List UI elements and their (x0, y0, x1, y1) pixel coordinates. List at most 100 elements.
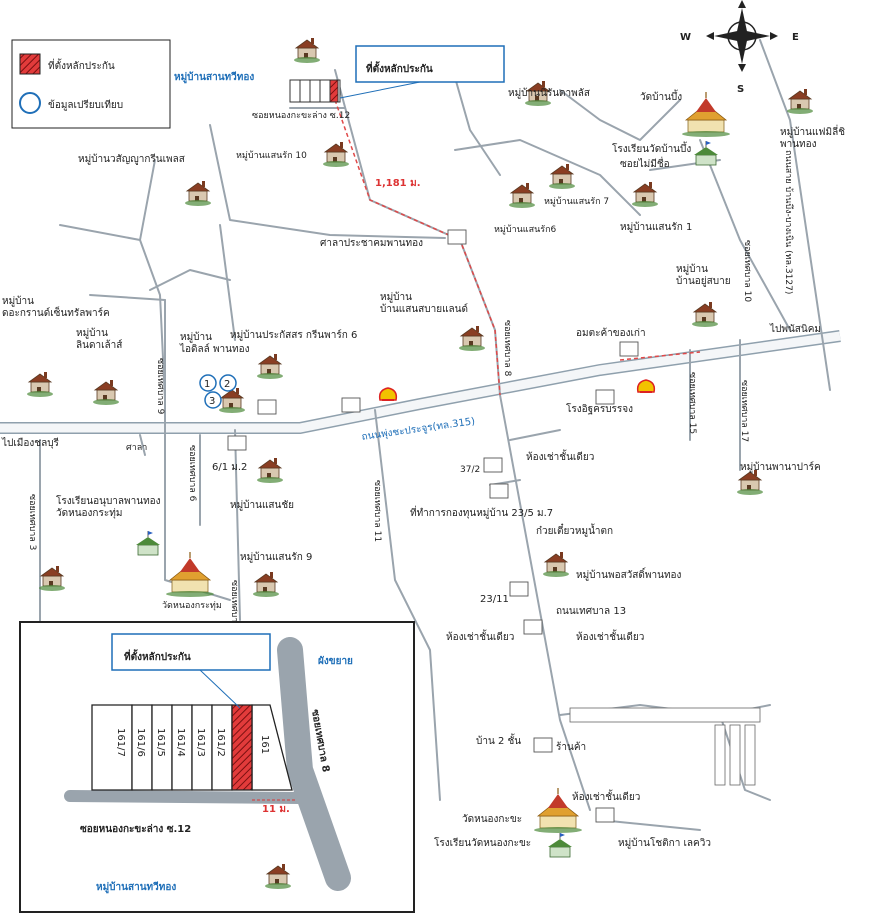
rooms3-label: ห้องเช่าชั้นเดียว (576, 629, 644, 643)
v-baan-yu-label: หมู่บ้านบ้านอยู่สบาย (676, 263, 731, 287)
house-icon (38, 565, 66, 592)
house-icon (631, 181, 659, 208)
compass-icon (706, 0, 778, 72)
temple-icon (681, 91, 731, 138)
svg-text:1: 1 (204, 379, 210, 390)
collateral-callout (355, 45, 505, 83)
lot-label: 161/6 (135, 728, 146, 757)
soi6-label: ซอยเทศบาล 6 (187, 445, 197, 502)
v-chodika-label: หมู่บ้านโชติกา เลควิว (618, 836, 711, 849)
building-icon (509, 581, 529, 597)
shell-station-icon (378, 387, 398, 401)
school-nongkhae-label: โรงเรียนวัดหนองกะขะ (434, 836, 531, 849)
wat-nongkhae-label: วัดหนองกะขะ (462, 814, 522, 825)
house-icon (218, 387, 246, 414)
noodle-label: ก๋วยเตี๋ยวหมูน้ำตก (536, 523, 613, 537)
n2311-label: 23/11 (480, 594, 509, 605)
route-marker (619, 351, 701, 361)
v-saensuk7-label: หมู่บ้านแสนรัก 7 (544, 196, 609, 207)
m2-label: 6/1 ม.2 (212, 462, 247, 473)
compass-west: W (680, 32, 691, 43)
inset-callout-title: ที่ตั้งหลักประกัน (124, 649, 191, 663)
house-icon (691, 301, 719, 328)
v-wanchai-label: หมู่บ้านวสัญญูากรีนเพลส (78, 153, 185, 165)
v-saensuk1-label: หมู่บ้านแสนรัก 1 (620, 221, 692, 233)
house-icon (184, 180, 212, 207)
soi11-label: ซอยเทศบาล 11 (372, 480, 382, 542)
inset-village-label: หมู่บ้านสานทวีทอง (96, 881, 176, 894)
rooms4-label: ห้องเช่าชั้นเดียว (572, 789, 640, 803)
soi-mai-label: ซอยไม่มีชื่อ (620, 156, 670, 170)
lot-label: 161/3 (195, 728, 206, 757)
to-chonburi-label: ไปเมืองชลบุรี (1, 437, 60, 449)
svg-text:3: 3 (209, 396, 215, 407)
building-icon (483, 457, 503, 473)
lot-label: 161/4 (175, 728, 186, 757)
legend-comparable-label: ข้อมูลเปรียบเทียบ (48, 99, 123, 111)
house2-label: บ้าน 2 ชั้น (476, 733, 521, 747)
house-icon (293, 37, 321, 64)
lot-label: 161/7 (115, 728, 126, 757)
rooms2-label: ห้องเช่าชั้นเดียว (446, 629, 514, 643)
compass-south: S (737, 84, 744, 95)
house-icon (508, 182, 536, 209)
v-family-label: หมู่บ้านแฟมิลี่ชิพานทอง (780, 124, 845, 150)
v-saensuk9-label: หมู่บ้านแสนรัก 9 (240, 551, 312, 563)
sala-label: ศาลาประชาคมพานทอง (320, 238, 423, 249)
school-watbung-label: โรงเรียนวัดบ้านบึ้ง (612, 141, 691, 155)
village-sanam-label: หมู่บ้านสานทวีทอง (174, 71, 254, 84)
v-nirun-label: หมู่บ้านนิรันดาพลัส (508, 87, 590, 99)
sala2-label: ศาลา (126, 443, 147, 453)
house-icon (92, 379, 120, 406)
to-bangsaen-label: ไปพนัสนิคม (769, 323, 821, 335)
legend: ที่ตั้งหลักประกัน ข้อมูลเปรียบเทียบ (11, 39, 171, 129)
v-idyll-label: หมู่บ้านไอดิลล์ พานทอง (179, 331, 250, 355)
house-icon (548, 163, 576, 190)
building-icon (533, 737, 553, 753)
soi10-label: ซอยเทศบาล 10 (742, 240, 752, 302)
house-icon (252, 571, 280, 598)
house-icon (542, 551, 570, 578)
v-baansaeng-label: หมู่บ้านบ้านแสนสบายแลนด์ (380, 291, 468, 315)
wat-nong-label: วัดหนองกระทุ่ม (162, 601, 222, 611)
building-icon (523, 619, 543, 635)
collateral-plot (289, 79, 341, 103)
soi15-label: ซอยเทศบาล 15 (687, 372, 697, 434)
soi8-label: ซอยเทศบาล 8 (502, 320, 512, 377)
collateral-swatch (19, 53, 41, 75)
soi3-label: ซอยเทศบาล 3 (27, 494, 37, 550)
soi17-label: ซอยเทศบาล 17 (739, 380, 749, 442)
v-saensuk6-label: หมู่บ้านแสนรัก6 (494, 224, 557, 235)
v-dcg-label: หมู่บ้านดอะกรานด์เซ็นทรัลพาร์ค (2, 295, 110, 319)
v-phana-label: หมู่บ้านพานาปาร์ค (740, 461, 821, 473)
house-icon (458, 325, 486, 352)
rd13-label: ถนนเทศบาล 13 (556, 606, 626, 617)
legend-collateral-label: ที่ตั้งหลักประกัน (48, 58, 115, 72)
comparable-swatch (19, 92, 41, 114)
building-icon (595, 807, 615, 823)
building-icon (489, 483, 509, 499)
inset-lots (91, 704, 293, 791)
house-icon (786, 88, 814, 115)
school-icon (693, 140, 719, 166)
n372-label: 37/2 (460, 465, 480, 475)
comparable-2: 2 (219, 374, 237, 392)
rd-bang-label: ถนนสาย บ้านบึง-บางเนิน (ทล.3127) (783, 150, 794, 294)
antique-label: อมตะค้าของเก่า (576, 327, 646, 339)
comparable-1: 1 (199, 374, 217, 392)
collateral-callout-title: ที่ตั้งหลักประกัน (366, 61, 433, 75)
v-saensuk10-label: หมู่บ้านแสนรัก 10 (236, 150, 307, 161)
main-road-label: ถนนพุ่งชะประจูร(ทล.315) (361, 416, 476, 443)
building-icon (227, 435, 247, 451)
building-icon (341, 397, 361, 413)
svg-text:2: 2 (224, 379, 230, 390)
inset-callout (111, 633, 271, 671)
shop-label: ร้านค้า (556, 741, 586, 753)
building-icon (447, 229, 467, 245)
factory-label: โรงอิฐครบรรจง (566, 402, 633, 415)
inset-collateral-lot (231, 704, 253, 791)
inset-bottom-road-label: ซอยหนองกะขะล่าง ซ.12 (80, 823, 191, 835)
wat-bung-label: วัดบ้านบึ้ง (640, 89, 682, 103)
school-icon (547, 832, 573, 858)
